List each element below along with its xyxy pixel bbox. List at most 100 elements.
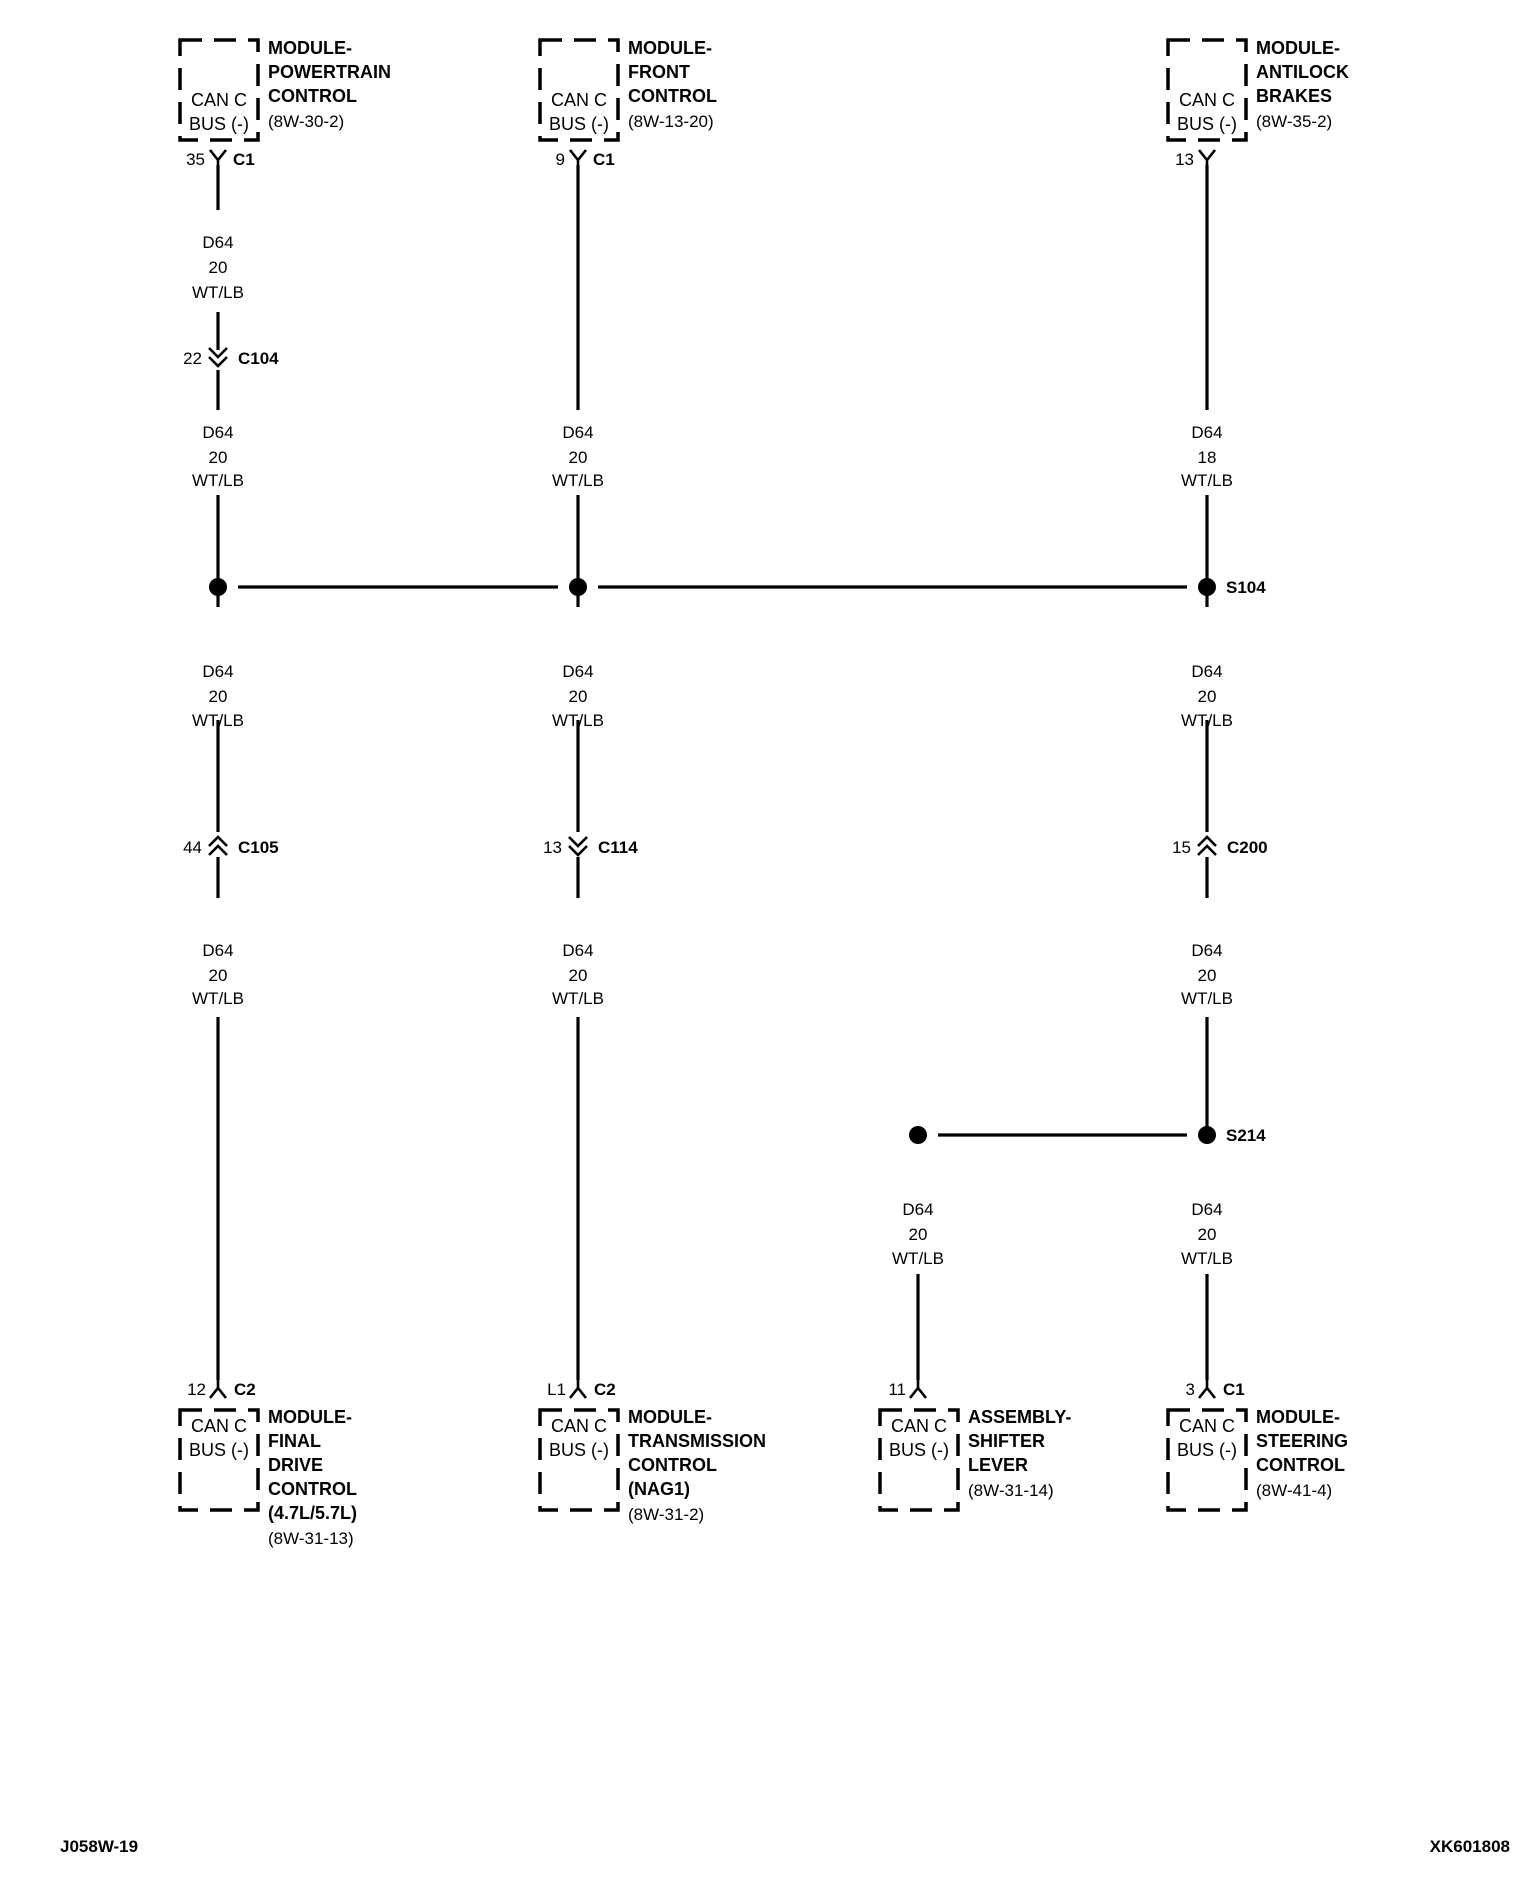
module-name-line: STEERING <box>1256 1431 1348 1451</box>
wire-label: D64 20 WT/LB <box>192 233 244 302</box>
wire-circuit: D64 <box>202 423 233 442</box>
inline-connector-c105: 44 C105 <box>183 835 279 857</box>
connector-pin-symbol <box>1197 149 1217 168</box>
splice-dots <box>209 578 1216 1144</box>
wire-gauge: 20 <box>1198 1225 1217 1244</box>
module-box <box>178 1408 260 1512</box>
module-name-line: FINAL <box>268 1431 321 1451</box>
wire-color: WT/LB <box>552 471 604 490</box>
chevron-down-symbol <box>208 347 228 368</box>
connector-name: C200 <box>1227 838 1268 857</box>
connector-pin-symbol <box>208 149 228 168</box>
pin-number: 35 <box>186 150 205 169</box>
wire-color: WT/LB <box>192 471 244 490</box>
wire-circuit: D64 <box>202 233 233 252</box>
module-name-line: MODULE- <box>268 1407 352 1427</box>
box-text-line: BUS (-) <box>889 1440 949 1460</box>
pin-number: 12 <box>187 1380 206 1399</box>
pin-number: 15 <box>1172 838 1191 857</box>
module-name-line: CONTROL <box>628 1455 717 1475</box>
inline-connector-c200: 15 C200 <box>1172 835 1268 857</box>
wire-circuit: D64 <box>562 941 593 960</box>
box-text-line: CAN C <box>551 1416 607 1436</box>
box-text-line: BUS (-) <box>549 114 609 134</box>
module-name-line: CONTROL <box>268 86 357 106</box>
module-name-line: BRAKES <box>1256 86 1332 106</box>
wire-label: D64 20 WT/LB <box>192 941 244 1008</box>
splice-dot <box>209 578 227 596</box>
connector-pin-symbol <box>568 1380 588 1399</box>
connector-pin-symbol <box>208 1380 228 1399</box>
connector-name: C1 <box>1223 1380 1245 1399</box>
wire-gauge: 20 <box>569 966 588 985</box>
splice-dot <box>569 578 587 596</box>
wire-circuit: D64 <box>902 1200 933 1219</box>
splice-label-s104: S104 <box>1226 578 1266 597</box>
splice-dot <box>909 1126 927 1144</box>
connector-name: C105 <box>238 838 279 857</box>
chevron-up-symbol <box>1197 835 1217 856</box>
module-box <box>178 38 260 142</box>
wire-labels: D64 20 WT/LB D64 20 WT/LB D64 20 WT/LB D… <box>192 233 1233 1268</box>
box-text-line: BUS (-) <box>549 1440 609 1460</box>
splice-label-s214: S214 <box>1226 1126 1266 1145</box>
box-text-line: BUS (-) <box>1177 1440 1237 1460</box>
module-name-line: SHIFTER <box>968 1431 1045 1451</box>
pin-number: 11 <box>888 1380 906 1399</box>
wire-label: D64 20 WT/LB <box>192 423 244 490</box>
module-ref: (8W-13-20) <box>628 112 714 131</box>
wire-color: WT/LB <box>552 711 604 730</box>
box-text-line: CAN C <box>1179 1416 1235 1436</box>
module-box <box>1166 1408 1248 1512</box>
module-ref: (8W-30-2) <box>268 112 344 131</box>
module-front-control: CAN C BUS (-) MODULE- FRONT CONTROL (8W-… <box>538 38 717 169</box>
connector-pin-symbol <box>908 1380 928 1399</box>
module-name-line: LEVER <box>968 1455 1028 1475</box>
wire-color: WT/LB <box>1181 989 1233 1008</box>
wire-label: D64 20 WT/LB <box>1181 941 1233 1008</box>
box-text-line: CAN C <box>1179 90 1235 110</box>
module-name-line: TRANSMISSION <box>628 1431 766 1451</box>
wire-label: D64 20 WT/LB <box>1181 662 1233 730</box>
box-text-line: CAN C <box>551 90 607 110</box>
wire-circuit: D64 <box>562 423 593 442</box>
module-name-line: CONTROL <box>1256 1455 1345 1475</box>
wire-label: D64 20 WT/LB <box>552 662 604 730</box>
module-ref: (8W-35-2) <box>1256 112 1332 131</box>
pin-number: 9 <box>556 150 565 169</box>
wire-color: WT/LB <box>192 711 244 730</box>
wire-gauge: 20 <box>569 448 588 467</box>
wire-color: WT/LB <box>1181 471 1233 490</box>
module-name-line: DRIVE <box>268 1455 323 1475</box>
module-name-line: MODULE- <box>628 1407 712 1427</box>
wire-circuit: D64 <box>1191 1200 1222 1219</box>
module-box <box>878 1408 960 1512</box>
module-ref: (8W-31-14) <box>968 1481 1054 1500</box>
wire-circuit: D64 <box>1191 941 1222 960</box>
wire-circuit: D64 <box>562 662 593 681</box>
wire-gauge: 20 <box>909 1225 928 1244</box>
pin-number: 13 <box>543 838 562 857</box>
box-text-line: BUS (-) <box>1177 114 1237 134</box>
wire-gauge: 20 <box>209 448 228 467</box>
connector-name: C1 <box>593 150 615 169</box>
module-box <box>538 1408 620 1512</box>
pin-number: 3 <box>1186 1380 1195 1399</box>
wire-color: WT/LB <box>552 989 604 1008</box>
connector-name: C114 <box>598 838 638 857</box>
module-final-drive-control: 12 C2 CAN C BUS (-) MODULE- FINAL DRIVE … <box>178 1380 357 1548</box>
pin-number: L1 <box>547 1380 566 1399</box>
connector-pin-symbol <box>568 149 588 168</box>
module-name-line: ASSEMBLY- <box>968 1407 1071 1427</box>
module-name-line: MODULE- <box>1256 1407 1340 1427</box>
wire-label: D64 18 WT/LB <box>1181 423 1233 490</box>
module-name-line: MODULE- <box>1256 38 1340 58</box>
wire-color: WT/LB <box>192 989 244 1008</box>
wire-gauge: 18 <box>1198 448 1217 467</box>
wire-gauge: 20 <box>1198 687 1217 706</box>
wires <box>216 165 1209 1380</box>
wire-circuit: D64 <box>1191 423 1222 442</box>
splice-dot <box>1198 578 1216 596</box>
wire-circuit: D64 <box>202 941 233 960</box>
module-shifter-lever: 11 CAN C BUS (-) ASSEMBLY- SHIFTER LEVER… <box>878 1380 1071 1512</box>
